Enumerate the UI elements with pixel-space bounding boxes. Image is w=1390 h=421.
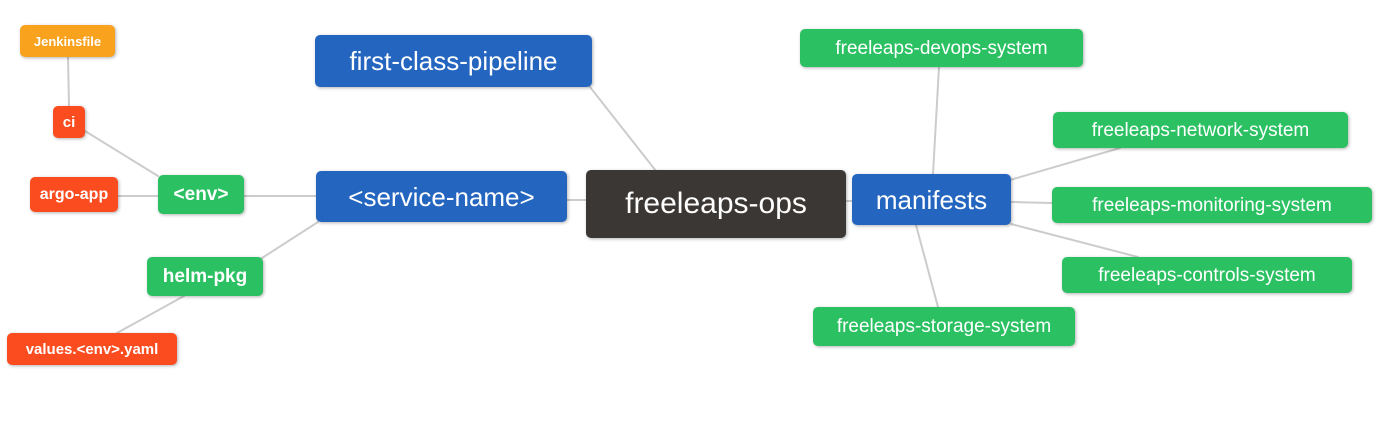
mindmap-node-devops-system[interactable]: freeleaps-devops-system — [800, 29, 1083, 67]
edge-ci-to-env — [84, 130, 159, 177]
mindmap-node-jenkinsfile[interactable]: Jenkinsfile — [20, 25, 115, 57]
edge-manifests-to-devops-system — [932, 66, 940, 175]
edge-manifests-to-network-system — [1009, 147, 1121, 181]
mindmap-node-label: freeleaps-monitoring-system — [1092, 194, 1332, 216]
mindmap-node-service-name[interactable]: <service-name> — [316, 171, 567, 222]
mindmap-node-first-class-pipeline[interactable]: first-class-pipeline — [315, 35, 592, 87]
mindmap-node-monitoring-system[interactable]: freeleaps-monitoring-system — [1052, 187, 1372, 223]
edge-manifests-to-monitoring-system — [1010, 201, 1053, 204]
edge-first-class-pipeline-to-freeleaps-ops — [589, 86, 657, 172]
mindmap-node-network-system[interactable]: freeleaps-network-system — [1053, 112, 1348, 148]
mindmap-node-label: freeleaps-controls-system — [1098, 264, 1316, 286]
mindmap-node-label: ci — [62, 113, 76, 131]
mindmap-node-label: <service-name> — [348, 181, 535, 212]
mindmap-node-label: first-class-pipeline — [349, 46, 558, 76]
mindmap-node-label: freeleaps-ops — [625, 187, 807, 220]
mindmap-node-manifests[interactable]: manifests — [852, 174, 1011, 225]
mindmap-node-label: freeleaps-storage-system — [836, 316, 1052, 337]
mindmap-node-env[interactable]: <env> — [158, 175, 244, 214]
edge-manifests-to-storage-system — [915, 224, 939, 308]
edge-jenkinsfile-to-ci — [67, 56, 70, 107]
mindmap-node-label: freeleaps-network-system — [1091, 119, 1310, 141]
mindmap-node-label: values.<env>.yaml — [25, 340, 159, 358]
mindmap-node-label: <env> — [173, 184, 229, 205]
mindmap-node-label: Jenkinsfile — [33, 33, 102, 49]
mindmap-node-storage-system[interactable]: freeleaps-storage-system — [813, 307, 1075, 346]
mindmap-node-label: freeleaps-devops-system — [835, 37, 1048, 59]
mindmap-node-helm-pkg[interactable]: helm-pkg — [147, 257, 263, 296]
edge-helm-pkg-to-values-env-yaml — [116, 295, 185, 334]
mindmap-node-label: manifests — [875, 184, 988, 215]
mindmap-node-freeleaps-ops[interactable]: freeleaps-ops — [586, 170, 846, 238]
mindmap-node-values-env-yaml[interactable]: values.<env>.yaml — [7, 333, 177, 365]
mindmap-node-label: helm-pkg — [162, 266, 248, 287]
mindmap-node-label: argo-app — [39, 185, 109, 203]
edge-manifests-to-controls-system — [1010, 223, 1139, 258]
edge-service-name-to-helm-pkg — [261, 221, 319, 259]
mindmap-node-ci[interactable]: ci — [53, 106, 85, 138]
mindmap-node-controls-system[interactable]: freeleaps-controls-system — [1062, 257, 1352, 293]
mindmap-node-argo-app[interactable]: argo-app — [30, 177, 118, 212]
